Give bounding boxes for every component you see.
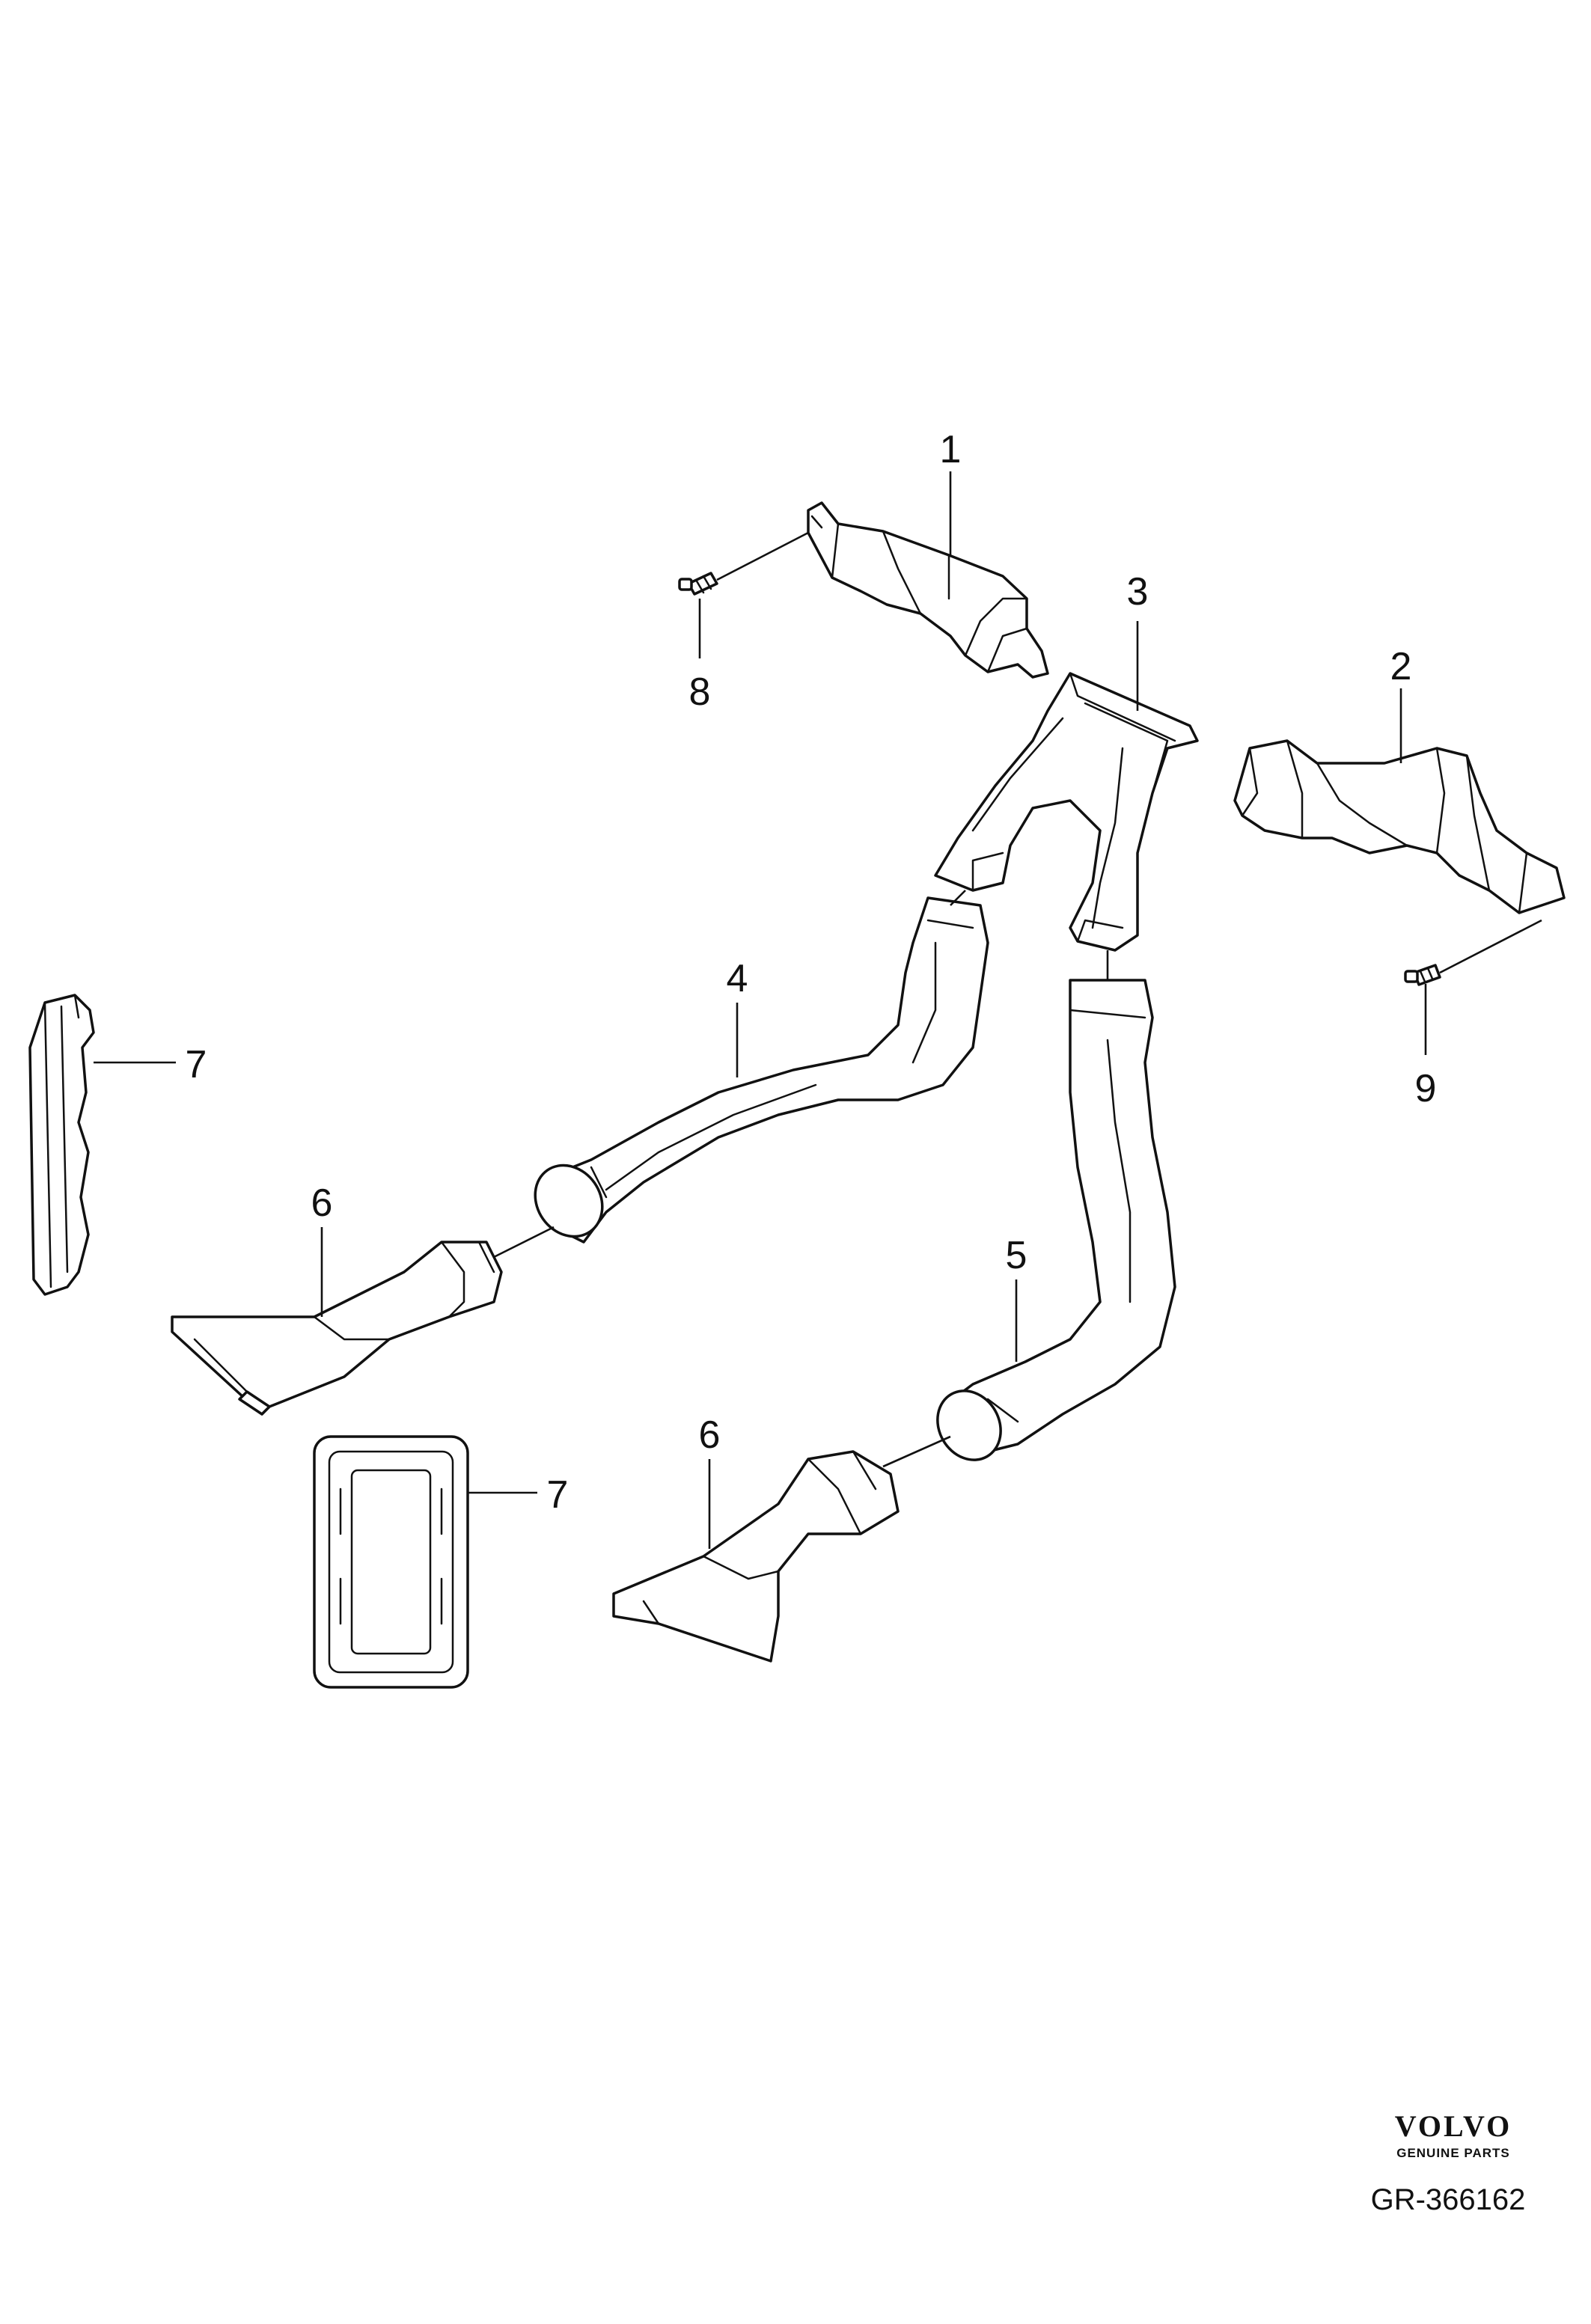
callout-numbers: 1 2 3 4 5 6 6 7 7 8 9 — [186, 428, 1437, 1517]
leader-8-axis — [716, 531, 809, 581]
part-4-long-duct[interactable] — [522, 896, 989, 1250]
part-5-vertical-duct[interactable] — [925, 979, 1176, 1472]
part-2-right-duct[interactable] — [1233, 739, 1566, 914]
drawing-reference-number: GR-366162 — [1370, 2183, 1526, 2216]
part-9-screw[interactable] — [1404, 964, 1441, 986]
callout-6-lower: 6 — [699, 1413, 721, 1457]
callout-2: 2 — [1390, 645, 1412, 688]
part-3-y-branch-duct[interactable] — [934, 672, 1199, 952]
connector-4-6 — [493, 1226, 555, 1259]
part-7-grille-front[interactable] — [313, 1435, 469, 1689]
callout-6-upper: 6 — [311, 1181, 333, 1225]
callout-1: 1 — [940, 428, 962, 471]
callout-8: 8 — [689, 670, 711, 714]
callout-4: 4 — [727, 957, 748, 1000]
part-6-floor-outlet-lower[interactable] — [612, 1450, 900, 1663]
callout-7-left: 7 — [186, 1043, 207, 1086]
part-8-screw[interactable] — [678, 572, 718, 596]
leader-9-axis — [1439, 919, 1542, 974]
part-7-grille-side[interactable] — [28, 994, 95, 1296]
genuine-parts-tagline: GENUINE PARTS — [1396, 2146, 1510, 2160]
callout-9: 9 — [1415, 1067, 1437, 1110]
callout-7-lower: 7 — [547, 1473, 569, 1517]
callout-5: 5 — [1006, 1234, 1027, 1277]
callout-3: 3 — [1127, 570, 1149, 614]
volvo-logo: VOLVO — [1394, 2109, 1512, 2143]
part-1-upper-duct[interactable] — [807, 501, 1049, 679]
connector-5-6 — [882, 1435, 951, 1468]
connector-3-4 — [950, 890, 966, 906]
leader-lines — [94, 471, 1542, 1549]
part-6-floor-outlet-upper[interactable] — [171, 1241, 503, 1416]
